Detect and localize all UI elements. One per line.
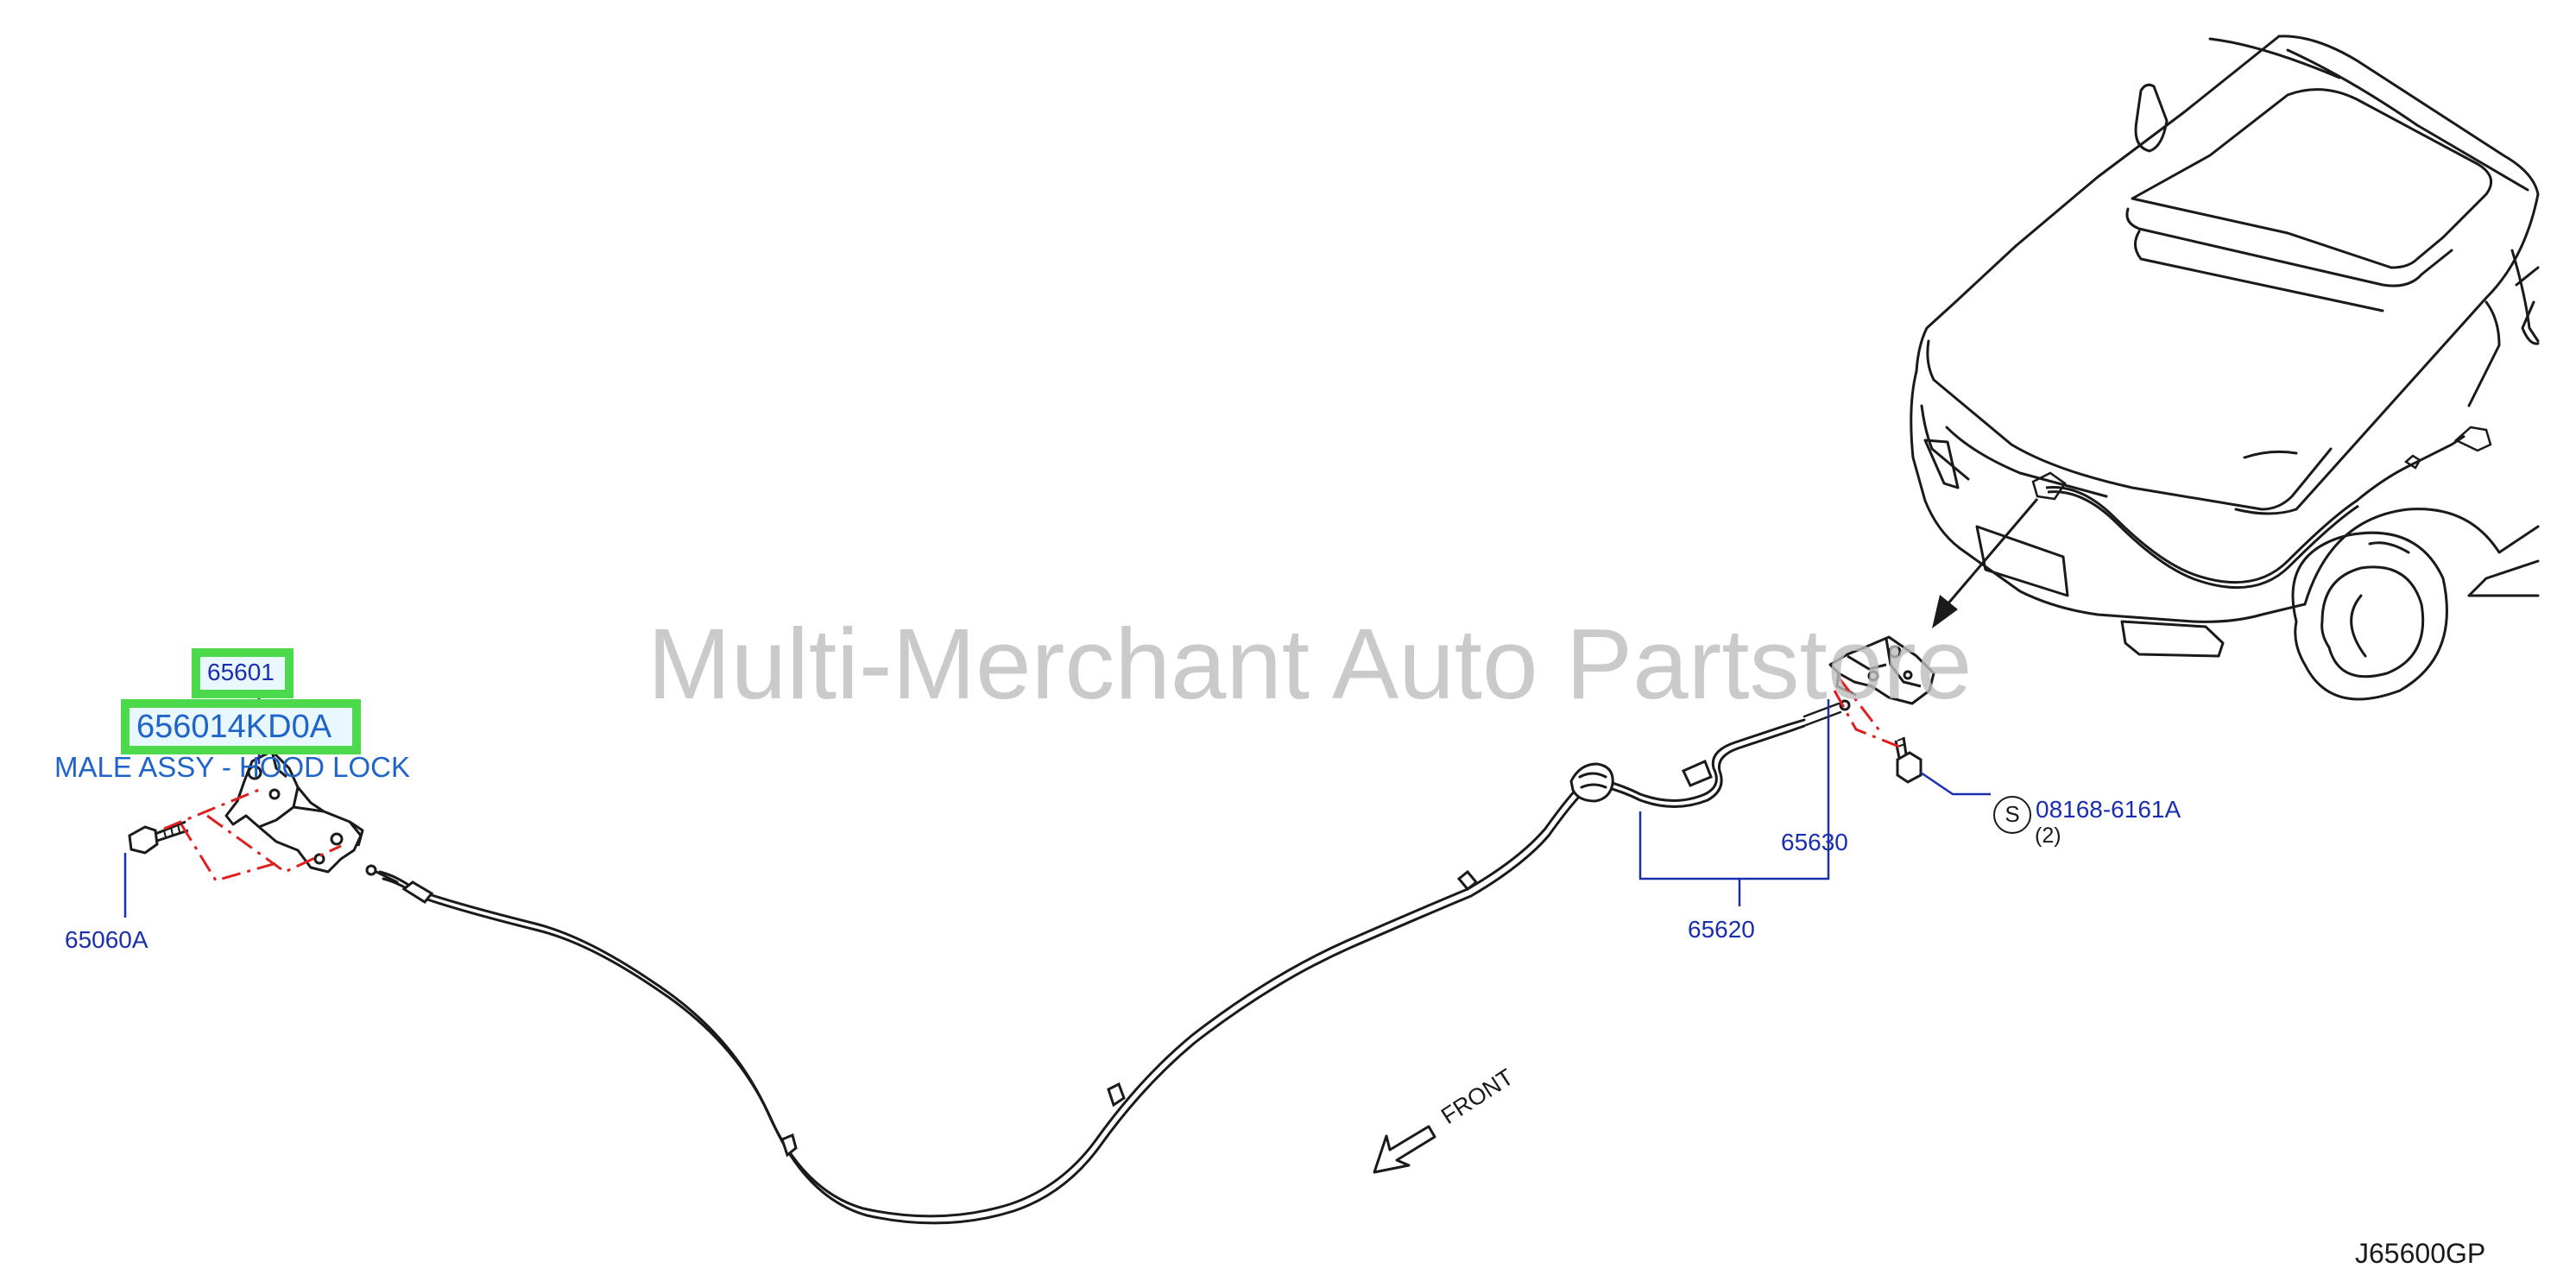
bolt-08168 (1894, 736, 1923, 784)
callout-65060A[interactable]: 65060A (65, 926, 148, 953)
vehicle-outline (1910, 35, 2540, 701)
hood-lock-male-assy (224, 749, 364, 874)
highlight-656014KD0A (121, 699, 361, 754)
diagram-code: J65600GP (2355, 1238, 2486, 1269)
callout-08168-6161A[interactable]: 08168-6161A (2036, 796, 2181, 823)
callout-65601[interactable]: 65601 (207, 659, 275, 685)
callout-65630[interactable]: 65630 (1781, 829, 1848, 855)
vehicle-wire (2031, 426, 2492, 590)
callout-65620[interactable]: 65620 (1688, 916, 1755, 943)
location-arrow (1932, 498, 2039, 628)
part-description-link[interactable]: MALE ASSY - HOOD LOCK (54, 751, 411, 783)
bolt-65060A (128, 820, 189, 855)
standard-part-symbol: S (1993, 796, 2031, 834)
hood-release-cable (365, 699, 1851, 1225)
installation-lines (163, 677, 1900, 882)
quantity-label: (2) (2035, 824, 2061, 848)
hood-lock-assembly (1828, 635, 1935, 705)
front-arrow-icon (1373, 1125, 1436, 1174)
part-number-link[interactable]: 656014KD0A (136, 709, 332, 745)
highlight-65601 (192, 648, 294, 698)
